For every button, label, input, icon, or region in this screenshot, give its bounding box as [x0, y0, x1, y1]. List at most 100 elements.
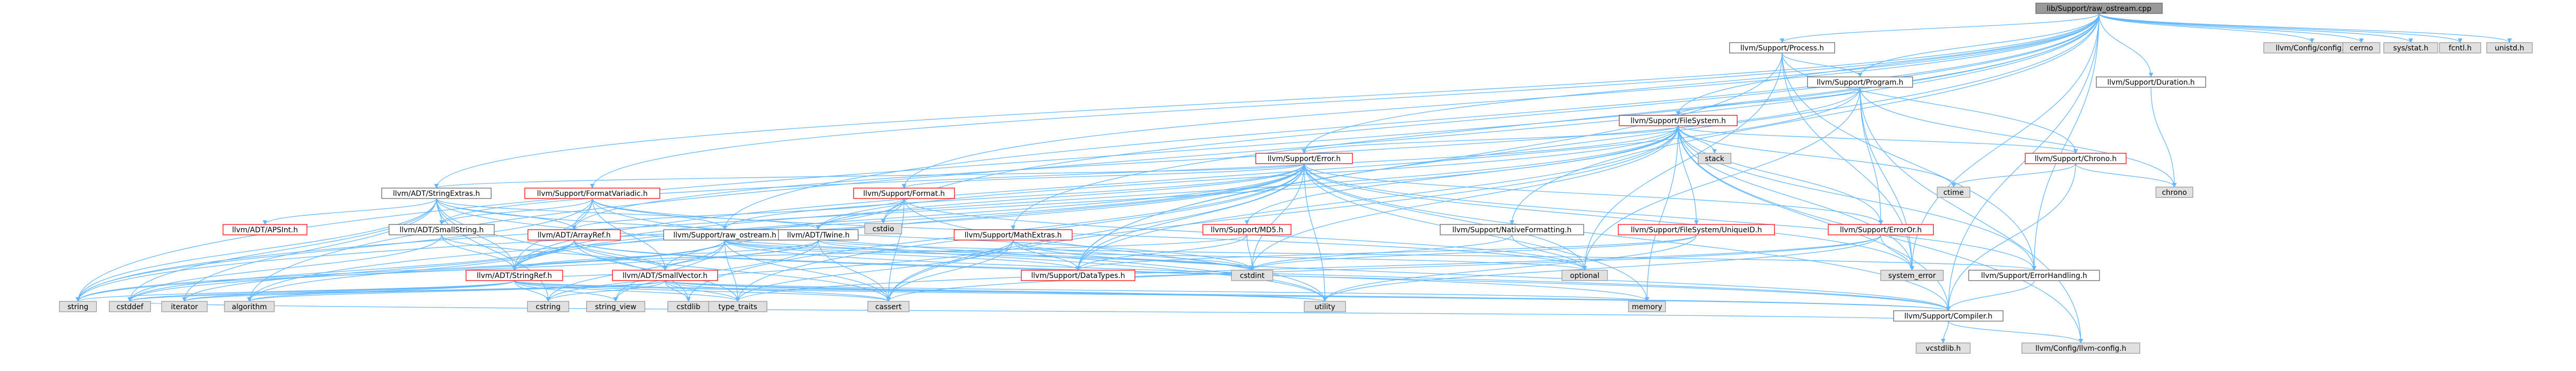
node-box — [1618, 115, 1738, 126]
node-smallstring[interactable]: llvm/ADT/SmallString.h — [389, 224, 495, 235]
node-box — [222, 224, 308, 235]
node-label: stack — [1705, 155, 1724, 163]
edge-mathextras-to-compiler — [1013, 240, 1951, 311]
node-label: cstring — [536, 303, 561, 311]
node-errorhandling[interactable]: llvm/Support/ErrorHandling.h — [1968, 270, 2100, 281]
node-label: llvm/Support/Format.h — [863, 190, 945, 198]
node-process[interactable]: llvm/Support/Process.h — [1729, 42, 1835, 54]
node-formatvariadic[interactable]: llvm/Support/FormatVariadic.h — [524, 188, 660, 199]
node-label: lib/Support/raw_ostream.cpp — [2047, 5, 2152, 13]
edge-rawostream-to-string — [75, 240, 725, 302]
edge-md5-to-stringref — [512, 234, 1247, 271]
edge-error-to-errorhandling — [1304, 163, 2037, 271]
node-label: llvm/Support/Chrono.h — [2035, 155, 2117, 163]
node-type_traits: type_traits — [708, 301, 767, 312]
edge-error-to-erroror — [1304, 163, 1883, 225]
edges-layer — [75, 13, 2512, 343]
node-box — [1936, 187, 1971, 198]
edge-error-to-utility — [1304, 163, 1327, 302]
edge-error-to-optional — [1304, 163, 1587, 271]
node-chrono: chrono — [2155, 187, 2194, 198]
node-box — [1020, 270, 1136, 281]
node-box — [1202, 224, 1292, 235]
edge-root-to-stringextras — [434, 13, 2100, 189]
edge-stringref-to-string_view — [514, 280, 618, 302]
node-rawostream[interactable]: llvm/Support/raw_ostream.h — [663, 229, 787, 241]
node-label: iterator — [171, 303, 198, 311]
node-fcntl: fcntl.h — [2439, 42, 2481, 54]
node-box — [161, 301, 208, 312]
node-stringextras[interactable]: llvm/ADT/StringExtras.h — [381, 188, 492, 199]
edge-root-to-algorithm — [247, 13, 2100, 302]
node-box — [2035, 3, 2163, 14]
node-compiler[interactable]: llvm/Support/Compiler.h — [1893, 310, 2003, 322]
node-erroror[interactable]: llvm/Support/ErrorOr.h — [1828, 224, 1934, 235]
node-md5[interactable]: llvm/Support/MD5.h — [1202, 224, 1292, 235]
edge-root-to-format — [901, 13, 2100, 189]
edge-chrono_h-to-ctime — [1951, 163, 2076, 188]
edge-twine-to-stringref — [512, 240, 819, 271]
node-label: llvm/Support/FormatVariadic.h — [537, 190, 648, 198]
node-error[interactable]: llvm/Support/Error.h — [1255, 153, 1353, 164]
node-box — [527, 229, 621, 241]
edge-formatvariadic-to-rawostream — [592, 198, 727, 230]
node-box — [2155, 187, 2194, 198]
node-fsunique[interactable]: llvm/Support/FileSystem/UniqueID.h — [1617, 224, 1775, 235]
node-box — [1697, 153, 1732, 164]
node-box — [853, 188, 955, 199]
node-root: lib/Support/raw_ostream.cpp — [2035, 3, 2163, 14]
node-box — [612, 270, 718, 281]
node-label: cstdlib — [676, 303, 700, 311]
node-label: cstdint — [1240, 272, 1265, 280]
node-nativeformatting[interactable]: llvm/Support/NativeFormatting.h — [1440, 224, 1584, 235]
edge-mathextras-to-cstring — [546, 240, 1014, 302]
edge-smallvector-to-memory — [665, 280, 1649, 302]
edge-process-to-optional — [1582, 52, 1783, 271]
node-label: llvm/Support/ErrorHandling.h — [1981, 272, 2087, 280]
node-datatypes[interactable]: llvm/Support/DataTypes.h — [1020, 270, 1136, 281]
node-twine[interactable]: llvm/ADT/Twine.h — [778, 229, 859, 241]
edge-filesystem-to-erroror — [1678, 125, 1883, 225]
edge-formatvariadic-to-arrayref — [572, 198, 593, 230]
node-duration[interactable]: llvm/Support/Duration.h — [2096, 76, 2206, 88]
node-arrayref[interactable]: llvm/ADT/ArrayRef.h — [527, 229, 621, 241]
node-box — [1916, 342, 1971, 354]
node-filesystem[interactable]: llvm/Support/FileSystem.h — [1618, 115, 1738, 126]
edge-format-to-arrayref — [572, 198, 905, 230]
node-stringref[interactable]: llvm/ADT/StringRef.h — [466, 270, 563, 281]
node-mathextras[interactable]: llvm/Support/MathExtras.h — [953, 229, 1073, 241]
edge-compiler-to-llvmconfig — [1948, 321, 2083, 343]
node-program[interactable]: llvm/Support/Program.h — [1807, 76, 1913, 88]
node-box — [2025, 153, 2127, 164]
node-label: llvm/ADT/APSInt.h — [232, 226, 298, 234]
edge-twine-to-errorhandling — [818, 240, 2036, 271]
node-box — [1255, 153, 1353, 164]
edge-rawostream-to-cstddef — [127, 240, 725, 302]
node-chrono_h[interactable]: llvm/Support/Chrono.h — [2025, 153, 2127, 164]
node-box — [864, 223, 902, 234]
node-label: llvm/ADT/SmallVector.h — [622, 272, 708, 280]
node-box — [524, 188, 660, 199]
node-box — [2383, 42, 2438, 54]
edge-process-to-program — [1782, 52, 1863, 77]
node-box — [2096, 76, 2206, 88]
node-smallvector[interactable]: llvm/ADT/SmallVector.h — [612, 270, 718, 281]
node-box — [389, 224, 495, 235]
edge-smallvector-to-cstdlib — [665, 280, 691, 302]
node-systemerror: system_error — [1880, 270, 1944, 281]
edge-smallvector-to-cassert — [665, 280, 891, 302]
node-apsint[interactable]: llvm/ADT/APSInt.h — [222, 224, 308, 235]
node-box — [224, 301, 275, 312]
node-box — [778, 229, 859, 241]
edge-chrono_h-to-compiler — [1946, 163, 2076, 311]
edge-root-to-rawostream — [722, 13, 2100, 230]
edge-root-to-fcntl — [2099, 13, 2463, 43]
edge-arrayref-to-algorithm — [247, 240, 575, 302]
edge-error-to-smallvector — [662, 163, 1305, 271]
node-format[interactable]: llvm/Support/Format.h — [853, 188, 955, 199]
edge-smallvector-to-compiler — [665, 280, 1950, 311]
node-box — [708, 301, 767, 312]
node-box — [2021, 342, 2141, 354]
edge-root-to-compiler — [1946, 13, 2100, 311]
edge-mathextras-to-cstdint — [1013, 240, 1255, 271]
